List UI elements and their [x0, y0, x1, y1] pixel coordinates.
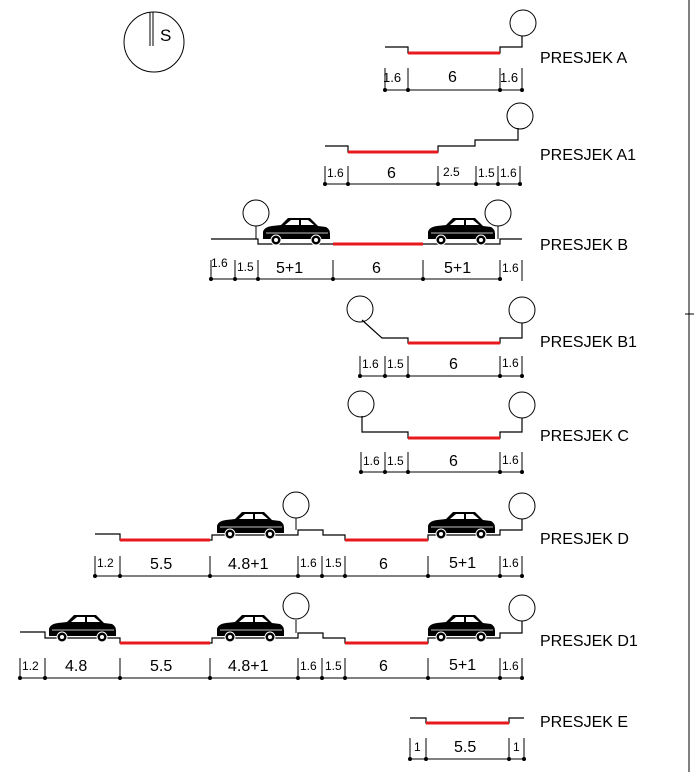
section-c: 1.6 1.5 6 1.6 PRESJEK C [347, 390, 629, 474]
dim-label: 1 [513, 740, 520, 754]
dim-label: 1.6 [500, 166, 517, 180]
section-b1: 1.6 1.5 6 1.6 PRESJEK B1 [346, 295, 637, 378]
dim-label: 1.6 [502, 556, 519, 570]
north-arrow-icon: S [123, 11, 185, 73]
section-title: PRESJEK E [540, 714, 628, 731]
tree-icon [508, 296, 536, 324]
dim-label: 6 [448, 69, 457, 86]
dim-label: 1.6 [383, 70, 401, 85]
dim-label: 6 [379, 556, 388, 573]
tree-icon [509, 9, 537, 37]
section-title: PRESJEK A [540, 50, 627, 67]
dim-label: 1.6 [211, 256, 228, 270]
dim-label: 1.2 [22, 659, 39, 673]
dim-label: 6 [449, 453, 458, 470]
dim-label: 6 [387, 165, 396, 182]
dim-label: 1.6 [502, 261, 519, 275]
dim-label: 6 [379, 658, 388, 675]
dim-label: 1.6 [502, 356, 519, 370]
section-title: PRESJEK D [540, 531, 629, 548]
dim-label: 1.5 [387, 357, 404, 371]
car-icon [262, 217, 331, 246]
dim-label: 1.6 [502, 659, 519, 673]
section-title: PRESJEK A1 [540, 147, 636, 164]
dim-label: 5.5 [150, 658, 172, 675]
dim-label: 5.5 [454, 739, 476, 756]
dim-label: 1.6 [362, 357, 379, 371]
north-label: S [160, 26, 171, 45]
dim-label: 2.5 [443, 165, 460, 179]
tree-icon [346, 295, 374, 323]
tree-icon [508, 492, 536, 520]
dim-label: 1.6 [500, 70, 518, 85]
dim-label: 5+1 [449, 555, 476, 572]
tree-icon [282, 592, 310, 620]
dim-label: 4.8+1 [228, 556, 269, 573]
car-icon [427, 217, 496, 246]
section-e: 1 5.5 1 PRESJEK E [408, 714, 628, 761]
tree-icon [508, 391, 536, 419]
section-title: PRESJEK D1 [540, 633, 638, 650]
dim-label: 1.6 [300, 556, 317, 570]
dim-label: 1.6 [300, 659, 317, 673]
section-a1: 1.6 6 2.5 1.5 1.6 PRESJEK A1 [323, 102, 636, 186]
section-title: PRESJEK C [540, 428, 629, 445]
tree-icon [508, 594, 536, 622]
dim-label: 4.8+1 [228, 658, 269, 675]
dim-label: 1.5 [237, 260, 254, 274]
section-title: PRESJEK B [540, 237, 628, 254]
section-b: 1.6 1.5 5+1 6 5+1 1.6 PRESJEK B [209, 199, 628, 281]
tree-icon [506, 102, 534, 130]
dim-label: 1.5 [325, 556, 342, 570]
dim-label: 5.5 [150, 556, 172, 573]
section-d: 1.2 5.5 4.8+1 1.6 1.5 6 5+1 1.6 PRESJEK … [93, 491, 629, 578]
dim-label: 6 [449, 356, 458, 373]
dim-label: 1.5 [387, 454, 404, 468]
tree-icon [347, 390, 375, 418]
dim-label: 1.6 [327, 166, 344, 180]
section-a: 1.6 6 1.6 PRESJEK A [383, 9, 627, 92]
tree-icon [242, 199, 270, 227]
tree-icon [282, 491, 310, 519]
dim-label: 1.6 [363, 454, 380, 468]
section-title: PRESJEK B1 [540, 334, 637, 351]
dim-label: 1.2 [97, 556, 114, 570]
tree-icon [484, 199, 512, 227]
dim-label: 5+1 [444, 260, 471, 277]
dim-label: 4.8 [65, 658, 87, 675]
dim-label: 1.6 [502, 453, 519, 467]
dim-label: 5+1 [449, 657, 476, 674]
dim-label: 1 [414, 740, 421, 754]
dim-label: 6 [372, 260, 381, 277]
dim-label: 1.5 [478, 166, 495, 180]
dim-label: 1.5 [325, 659, 342, 673]
section-d1: 1.2 4.8 5.5 4.8+1 1.6 1.5 6 5+1 1.6 PRES… [18, 592, 638, 680]
dim-label: 5+1 [276, 260, 303, 277]
